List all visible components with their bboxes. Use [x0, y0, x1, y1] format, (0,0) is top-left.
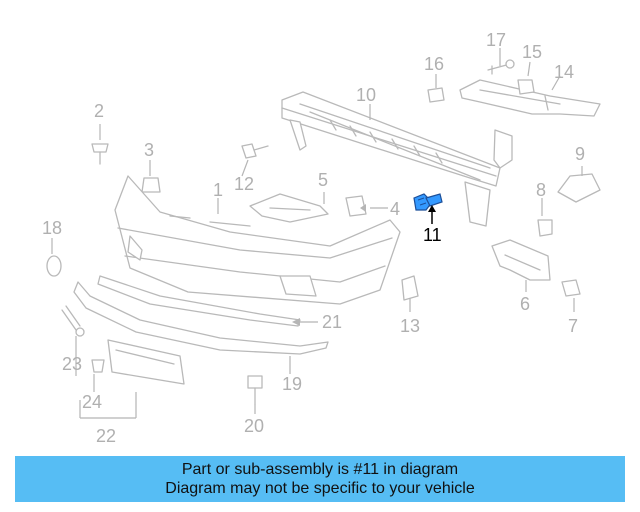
callout-19: 19	[282, 374, 302, 394]
callout-20: 20	[244, 416, 264, 436]
callout-1: 1	[213, 180, 223, 200]
bracket-part-5	[249, 193, 329, 223]
clip-part-8	[537, 219, 553, 237]
banner-line-2: Diagram may not be specific to your vehi…	[165, 480, 475, 497]
lower-spoiler-part-19	[73, 281, 329, 355]
callout-21: 21	[322, 312, 342, 332]
license-bracket-part-22	[107, 339, 185, 385]
cover-part-9	[557, 173, 601, 203]
callout-7: 7	[568, 316, 578, 336]
callout-9: 9	[575, 144, 585, 164]
bracket-part-14	[459, 79, 601, 117]
callout-24: 24	[82, 392, 102, 412]
fog-lamp-part-18	[46, 255, 62, 277]
banner-line-1: Part or sub-assembly is #11 in diagram	[181, 461, 459, 478]
callout-16: 16	[424, 54, 444, 74]
fastener-part-17	[487, 59, 515, 75]
callout-8: 8	[536, 180, 546, 200]
fastener-part-16	[427, 87, 445, 103]
trim-part-23	[61, 305, 85, 337]
callout-15: 15	[522, 42, 542, 62]
callout-17: 17	[486, 30, 506, 50]
callout-10: 10	[356, 85, 376, 105]
callout-18: 18	[42, 218, 62, 238]
callout-3: 3	[144, 140, 154, 160]
callout-11: 11	[423, 225, 442, 245]
callout-labels: 2 3 1 5 4 12 10 16 17 15 14 9 8 11 6 7 1…	[42, 30, 585, 446]
screw-part-7	[561, 279, 581, 297]
leader-lines	[51, 48, 583, 419]
bracket-part-6	[491, 239, 551, 281]
fastener-part-15	[517, 79, 535, 95]
clip-part-3	[141, 177, 161, 193]
lower-strip-part-21	[97, 275, 301, 327]
bracket-part-4	[345, 195, 367, 217]
bolt-part-11	[413, 193, 443, 211]
callout-22: 22	[96, 426, 116, 446]
bracket-part-13	[401, 275, 419, 301]
callout-2: 2	[94, 101, 104, 121]
callout-5: 5	[318, 170, 328, 190]
bumper-cover-part-1	[114, 175, 401, 305]
screw-part-20	[247, 375, 263, 405]
callout-6: 6	[520, 294, 530, 314]
callout-23: 23	[62, 354, 82, 374]
callout-12: 12	[234, 174, 254, 194]
callout-4: 4	[390, 199, 400, 219]
screw-part-2	[91, 143, 109, 165]
screw-part-12	[241, 143, 269, 159]
callout-14: 14	[554, 62, 574, 82]
callout-13: 13	[400, 316, 420, 336]
screw-part-24	[91, 359, 105, 373]
part-info-banner: Part or sub-assembly is #11 in diagram D…	[15, 456, 625, 502]
reinforcement-beam-part-10	[281, 91, 513, 227]
